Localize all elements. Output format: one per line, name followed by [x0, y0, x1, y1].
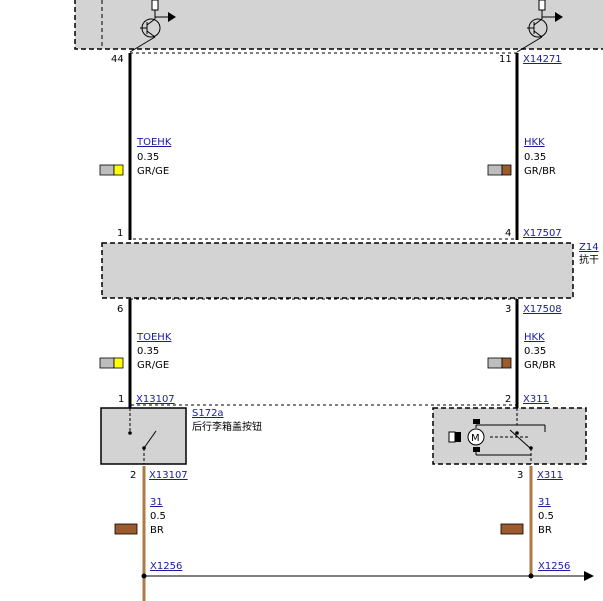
connector-x14271-link[interactable]: X14271 — [523, 54, 562, 65]
wire-toehk-lower-gauge: 0.35 — [137, 346, 159, 357]
wire-hkk-lower-gauge: 0.35 — [524, 346, 546, 357]
connector-x13107-bottom-link[interactable]: X13107 — [149, 470, 188, 481]
connector-x1256-right-link[interactable]: X1256 — [538, 561, 570, 572]
motor-icon: M — [471, 433, 480, 444]
color-swatch-gr-br-upper — [487, 164, 512, 176]
connector-x311-top-link[interactable]: X311 — [523, 394, 549, 405]
ground-junction-left — [141, 573, 147, 579]
motor-pin-bottom: 3 — [517, 470, 523, 481]
wire-31-right-color: BR — [538, 525, 552, 536]
wire-hkk-lower-name[interactable]: HKK — [524, 332, 545, 343]
ground-junction-right — [528, 573, 534, 579]
wire-hkk-upper-color: GR/BR — [524, 166, 556, 177]
module-z14-desc: 抗干 — [579, 253, 599, 266]
trunk-lid-button-switch[interactable] — [100, 407, 187, 465]
color-swatch-gr-ge-lower — [99, 357, 124, 369]
transistor-left-icon — [129, 0, 176, 53]
connector-x13107-top-link[interactable]: X13107 — [136, 394, 175, 405]
color-swatch-gr-ge-upper — [99, 164, 124, 176]
wire-toehk-upper-color: GR/GE — [137, 166, 169, 177]
trunk-lock-actuator[interactable]: M — [432, 407, 587, 465]
wire-31-left-gauge: 0.5 — [150, 511, 166, 522]
top-pin-left: 44 — [111, 54, 124, 65]
lower-connector-outline — [129, 298, 518, 406]
wire-toehk-upper-name[interactable]: TOEHK — [136, 137, 172, 148]
module-z14-link[interactable]: Z14 — [579, 242, 599, 253]
connector-x17507-link[interactable]: X17507 — [523, 228, 562, 239]
top-pin-right: 11 — [499, 54, 512, 65]
wire-31-left-color: BR — [150, 525, 164, 536]
wire-31-right-name[interactable]: 31 — [538, 497, 551, 508]
upper-connector-outline — [129, 52, 518, 240]
wire-toehk-upper-gauge: 0.35 — [137, 152, 159, 163]
switch-s172a-link[interactable]: S172a — [192, 408, 224, 419]
switch-pin-bottom: 2 — [130, 470, 136, 481]
wire-toehk-lower-name[interactable]: TOEHK — [136, 332, 172, 343]
switch-s172a-desc: 后行李箱盖按钮 — [192, 420, 262, 433]
switch-pin-top: 1 — [118, 394, 124, 405]
color-swatch-br-left — [114, 523, 138, 535]
wire-hkk-lower-color: GR/BR — [524, 360, 556, 371]
connector-x311-bottom-link[interactable]: X311 — [537, 470, 563, 481]
top-control-module — [74, 0, 603, 53]
motor-pin-top: 2 — [505, 394, 511, 405]
mid-pin-bottom-right: 3 — [505, 304, 511, 315]
mid-pin-top-right: 4 — [505, 228, 511, 239]
wire-31-right-gauge: 0.5 — [538, 511, 554, 522]
color-swatch-gr-br-lower — [487, 357, 512, 369]
wire-hkk-upper-gauge: 0.35 — [524, 152, 546, 163]
color-swatch-br-right — [500, 523, 524, 535]
ground-bus-arrow-icon — [584, 571, 594, 581]
mid-pin-top-left: 1 — [117, 228, 123, 239]
wire-hkk-upper-name[interactable]: HKK — [524, 137, 545, 148]
mid-pin-bottom-left: 6 — [117, 304, 123, 315]
connector-x1256-left-link[interactable]: X1256 — [150, 561, 182, 572]
wire-31-left-name[interactable]: 31 — [150, 497, 163, 508]
transistor-right-icon — [516, 0, 563, 53]
interference-suppressor-module — [101, 242, 574, 299]
connector-x17508-link[interactable]: X17508 — [523, 304, 562, 315]
wire-toehk-lower-color: GR/GE — [137, 360, 169, 371]
